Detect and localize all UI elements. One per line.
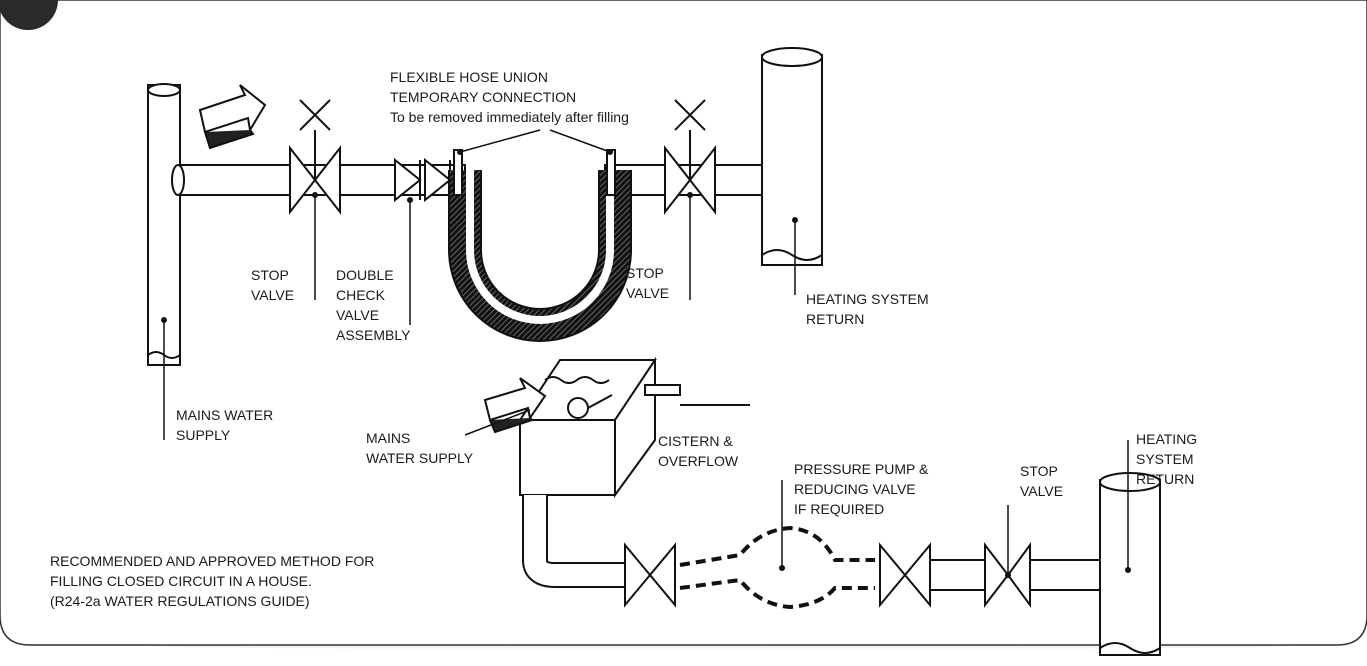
pump-branch-dashed <box>679 525 875 610</box>
stop-valve-middle-icon <box>664 99 716 215</box>
label-mains-mid-2: WATER SUPPLY <box>366 450 474 466</box>
label-dcv-4: ASSEMBLY <box>336 327 411 343</box>
caption-line-1: RECOMMENDED AND APPROVED METHOD FOR <box>50 553 374 569</box>
label-stop-valve-left-1: STOP <box>251 267 289 283</box>
label-heat-return-right-2: SYSTEM <box>1136 451 1194 467</box>
label-pump-1: PRESSURE PUMP & <box>794 461 929 477</box>
corner-badge <box>0 0 58 30</box>
label-pump-3: IF REQUIRED <box>794 501 884 517</box>
pump-outlet-valve-icon <box>879 542 931 608</box>
label-mains-left-1: MAINS WATER <box>176 407 273 423</box>
label-pump-2: REDUCING VALVE <box>794 481 916 497</box>
label-flex-hose-3: To be removed immediately after filling <box>390 109 629 125</box>
panel-frame <box>0 0 1367 646</box>
label-dcv-1: DOUBLE <box>336 267 394 283</box>
heating-return-pipe-bottom <box>1099 472 1161 656</box>
label-stop-valve-mid-1: STOP <box>626 265 664 281</box>
cistern-icon <box>518 356 750 499</box>
label-heat-return-top-1: HEATING SYSTEM <box>806 291 929 307</box>
label-cistern-2: OVERFLOW <box>658 453 739 469</box>
label-flex-hose-1: FLEXIBLE HOSE UNION <box>390 69 548 85</box>
label-mains-left-2: SUPPLY <box>176 427 231 443</box>
flow-arrow-icon <box>198 84 267 150</box>
heating-return-pipe-top <box>761 47 823 266</box>
label-stop-valve-left-2: VALVE <box>251 287 294 303</box>
stop-valve-left-icon <box>289 99 341 215</box>
label-dcv-3: VALVE <box>336 307 379 323</box>
label-cistern-1: CISTERN & <box>658 433 733 449</box>
label-stop-valve-right-2: VALVE <box>1020 483 1063 499</box>
caption-line-3: (R24-2a WATER REGULATIONS GUIDE) <box>50 593 310 609</box>
label-dcv-2: CHECK <box>336 287 386 303</box>
flexible-hose <box>448 149 632 342</box>
cistern-valve-icon <box>624 542 676 608</box>
label-stop-valve-right-1: STOP <box>1020 463 1058 479</box>
caption-line-2: FILLING CLOSED CIRCUIT IN A HOUSE. <box>50 573 312 589</box>
label-heat-return-right-3: RETURN <box>1136 471 1194 487</box>
bottom-horizontal-pipe <box>1029 559 1101 591</box>
stop-valve-right-icon <box>984 541 1031 609</box>
label-mains-mid-1: MAINS <box>366 430 410 446</box>
label-stop-valve-mid-2: VALVE <box>626 285 669 301</box>
label-flex-hose-2: TEMPORARY CONNECTION <box>390 89 576 105</box>
label-heat-return-right-1: HEATING <box>1136 431 1197 447</box>
label-heat-return-top-2: RETURN <box>806 311 864 327</box>
